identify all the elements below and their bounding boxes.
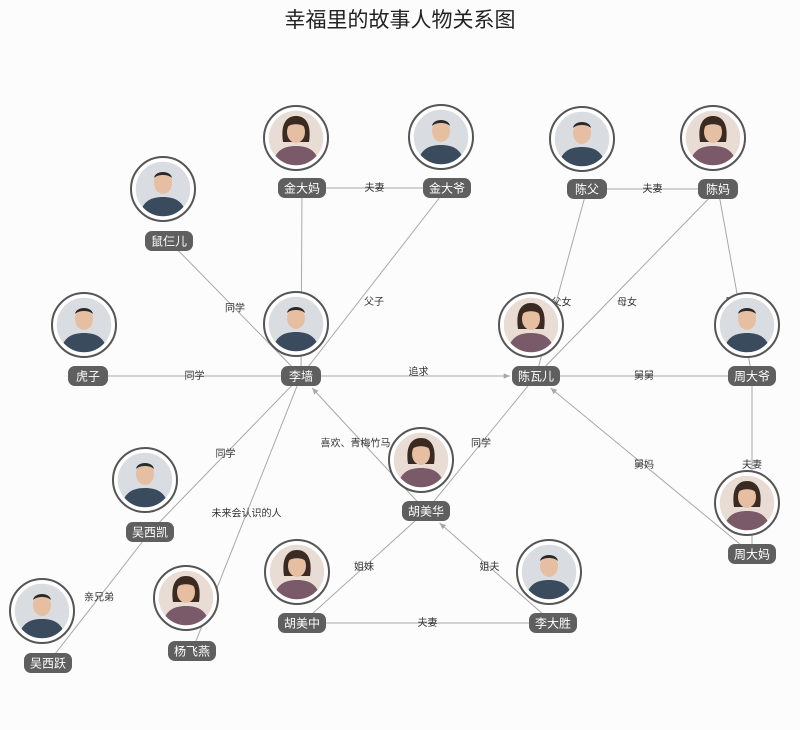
- woman-icon: [498, 292, 564, 358]
- node-label-bg: [698, 179, 738, 199]
- edge-label: 追求: [409, 365, 429, 378]
- node-label-bg: [278, 613, 326, 633]
- edge-label: 舅妈: [634, 458, 654, 471]
- node-zhoudama[interactable]: 周大妈: [714, 470, 780, 564]
- node-humeizhong[interactable]: 胡美中: [264, 539, 330, 633]
- node-jindama[interactable]: 金大妈: [263, 105, 329, 198]
- node-label-bg: [512, 366, 560, 386]
- edge-label: 姐妹: [354, 560, 374, 573]
- node-label-bg: [402, 501, 450, 521]
- man-icon: [516, 539, 582, 605]
- man-icon: [130, 156, 196, 222]
- node-name: 周大妈: [734, 548, 770, 562]
- node-label-bg: [24, 653, 72, 673]
- node-name: 金大妈: [284, 181, 320, 196]
- edge-wuxiyue-wuxikai: [47, 531, 151, 664]
- node-name: 李墙: [289, 369, 313, 384]
- node-liqiang[interactable]: 李墙: [263, 291, 329, 386]
- node-name: 杨飞燕: [174, 644, 210, 659]
- edge-label: 舅舅: [634, 370, 654, 382]
- edge-label: 同学: [225, 302, 245, 315]
- woman-icon: [714, 470, 780, 536]
- node-name: 鼠仨儿: [151, 235, 187, 249]
- node-name: 周大爷: [734, 370, 770, 384]
- edge-label: 父子: [364, 296, 384, 308]
- node-name: 金大爷: [429, 181, 465, 196]
- node-chenma[interactable]: 陈妈: [680, 105, 746, 199]
- node-lidasheng[interactable]: 李大胜: [516, 539, 582, 633]
- node-label-bg: [423, 178, 471, 198]
- node-label-bg: [145, 231, 193, 251]
- woman-icon: [388, 427, 454, 493]
- edge-label: 夫妻: [643, 182, 663, 195]
- woman-icon: [680, 105, 746, 171]
- edge-shurener-liqiang: [168, 240, 302, 377]
- man-icon: [408, 104, 474, 170]
- node-name: 吴西跃: [30, 657, 66, 671]
- man-icon: [263, 291, 329, 357]
- node-name: 李大胜: [535, 616, 571, 631]
- node-zhoudaye[interactable]: 周大爷: [714, 292, 780, 386]
- edge-label: 亲兄弟: [84, 591, 114, 604]
- node-name: 胡美中: [284, 616, 320, 631]
- node-label-bg: [281, 366, 321, 386]
- node-wuxikai[interactable]: 吴西凯: [112, 447, 178, 542]
- woman-icon: [264, 539, 330, 605]
- node-jindaye[interactable]: 金大爷: [408, 104, 474, 198]
- edge-label: 夫妻: [742, 458, 762, 471]
- edge-label: 姐夫: [480, 560, 500, 573]
- node-yangfeiyan[interactable]: 杨飞燕: [153, 565, 219, 661]
- node-name: 陈瓦儿: [518, 369, 554, 384]
- node-label-bg: [567, 179, 607, 199]
- node-shurener[interactable]: 鼠仨儿: [130, 156, 196, 251]
- node-label-bg: [728, 544, 776, 564]
- edge-humeihua-liqiang: [311, 387, 427, 512]
- node-name: 陈父: [575, 182, 599, 197]
- node-name: 陈妈: [706, 182, 730, 197]
- edge-label: 夫妻: [418, 616, 438, 629]
- node-huzi[interactable]: 虎子: [51, 292, 117, 386]
- node-chenwaer[interactable]: 陈瓦儿: [498, 292, 564, 386]
- edge-humeizhong-humeihua: [301, 510, 427, 624]
- node-name: 虎子: [76, 370, 100, 384]
- edge-label: 未来会认识的人: [212, 507, 282, 520]
- woman-icon: [263, 105, 329, 171]
- node-label-bg: [168, 641, 216, 661]
- edge-chenma-chenwaer: [535, 188, 719, 377]
- node-label-bg: [126, 522, 174, 542]
- edges-layer: [47, 187, 753, 664]
- edge-label: 同学: [185, 369, 205, 382]
- node-name: 吴西凯: [132, 526, 168, 540]
- edge-jindaye-liqiang: [300, 187, 448, 377]
- edge-label: 同学: [216, 447, 236, 460]
- edge-label: 夫妻: [365, 181, 385, 194]
- man-icon: [9, 578, 75, 644]
- edge-label: 母女: [617, 296, 637, 309]
- edge-wuxikai-liqiang: [149, 375, 302, 533]
- edge-zhoudama-chenwaer: [550, 387, 753, 555]
- node-name: 胡美华: [408, 505, 444, 519]
- man-icon: [714, 292, 780, 358]
- man-icon: [112, 447, 178, 513]
- node-humeihua[interactable]: 胡美华: [388, 427, 454, 521]
- node-label-bg: [529, 613, 577, 633]
- edge-humeihua-chenwaer: [425, 375, 537, 512]
- man-icon: [549, 106, 615, 172]
- page-title: 幸福里的故事人物关系图: [284, 8, 516, 32]
- man-icon: [51, 292, 117, 358]
- node-chenfu[interactable]: 陈父: [549, 106, 615, 199]
- node-label-bg: [278, 178, 326, 198]
- edge-label: 同学: [471, 437, 491, 450]
- woman-icon: [153, 565, 219, 631]
- node-label-bg: [68, 366, 108, 386]
- edge-lidasheng-humeihua: [439, 522, 554, 624]
- node-wuxiyue[interactable]: 吴西跃: [9, 578, 75, 673]
- edge-label: 喜欢、青梅竹马: [321, 437, 391, 450]
- node-label-bg: [728, 366, 776, 386]
